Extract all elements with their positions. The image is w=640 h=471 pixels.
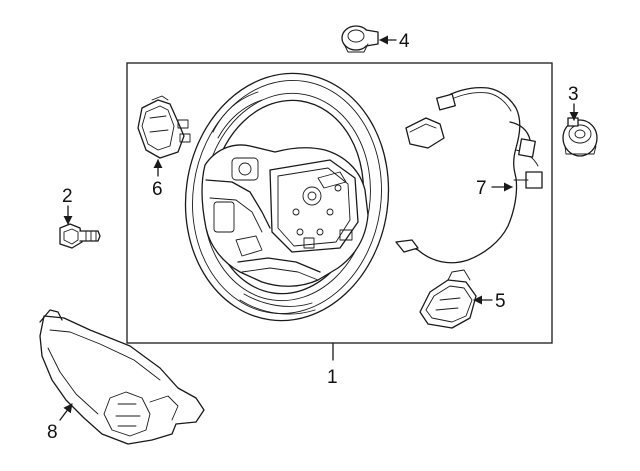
callout-7: 7 xyxy=(476,178,487,199)
steering-wheel-illustration xyxy=(184,72,390,322)
connector-part-5 xyxy=(419,269,477,329)
callout-6: 6 xyxy=(152,179,163,200)
callout-4: 4 xyxy=(399,31,410,52)
callout-3: 3 xyxy=(568,84,579,105)
leader-line-8 xyxy=(59,403,73,421)
callout-2: 2 xyxy=(62,186,73,207)
sensor-part-4 xyxy=(341,25,379,53)
callout-1: 1 xyxy=(327,367,338,388)
callout-5: 5 xyxy=(495,291,506,312)
clock-spring-part-3 xyxy=(562,117,598,157)
assembly-frame xyxy=(126,62,553,344)
bolt-part-2 xyxy=(59,223,101,249)
wire-harness xyxy=(395,86,543,264)
airbag-module-part-8 xyxy=(39,309,205,445)
callout-8: 8 xyxy=(47,422,58,443)
switch-assembly-left xyxy=(137,95,191,159)
